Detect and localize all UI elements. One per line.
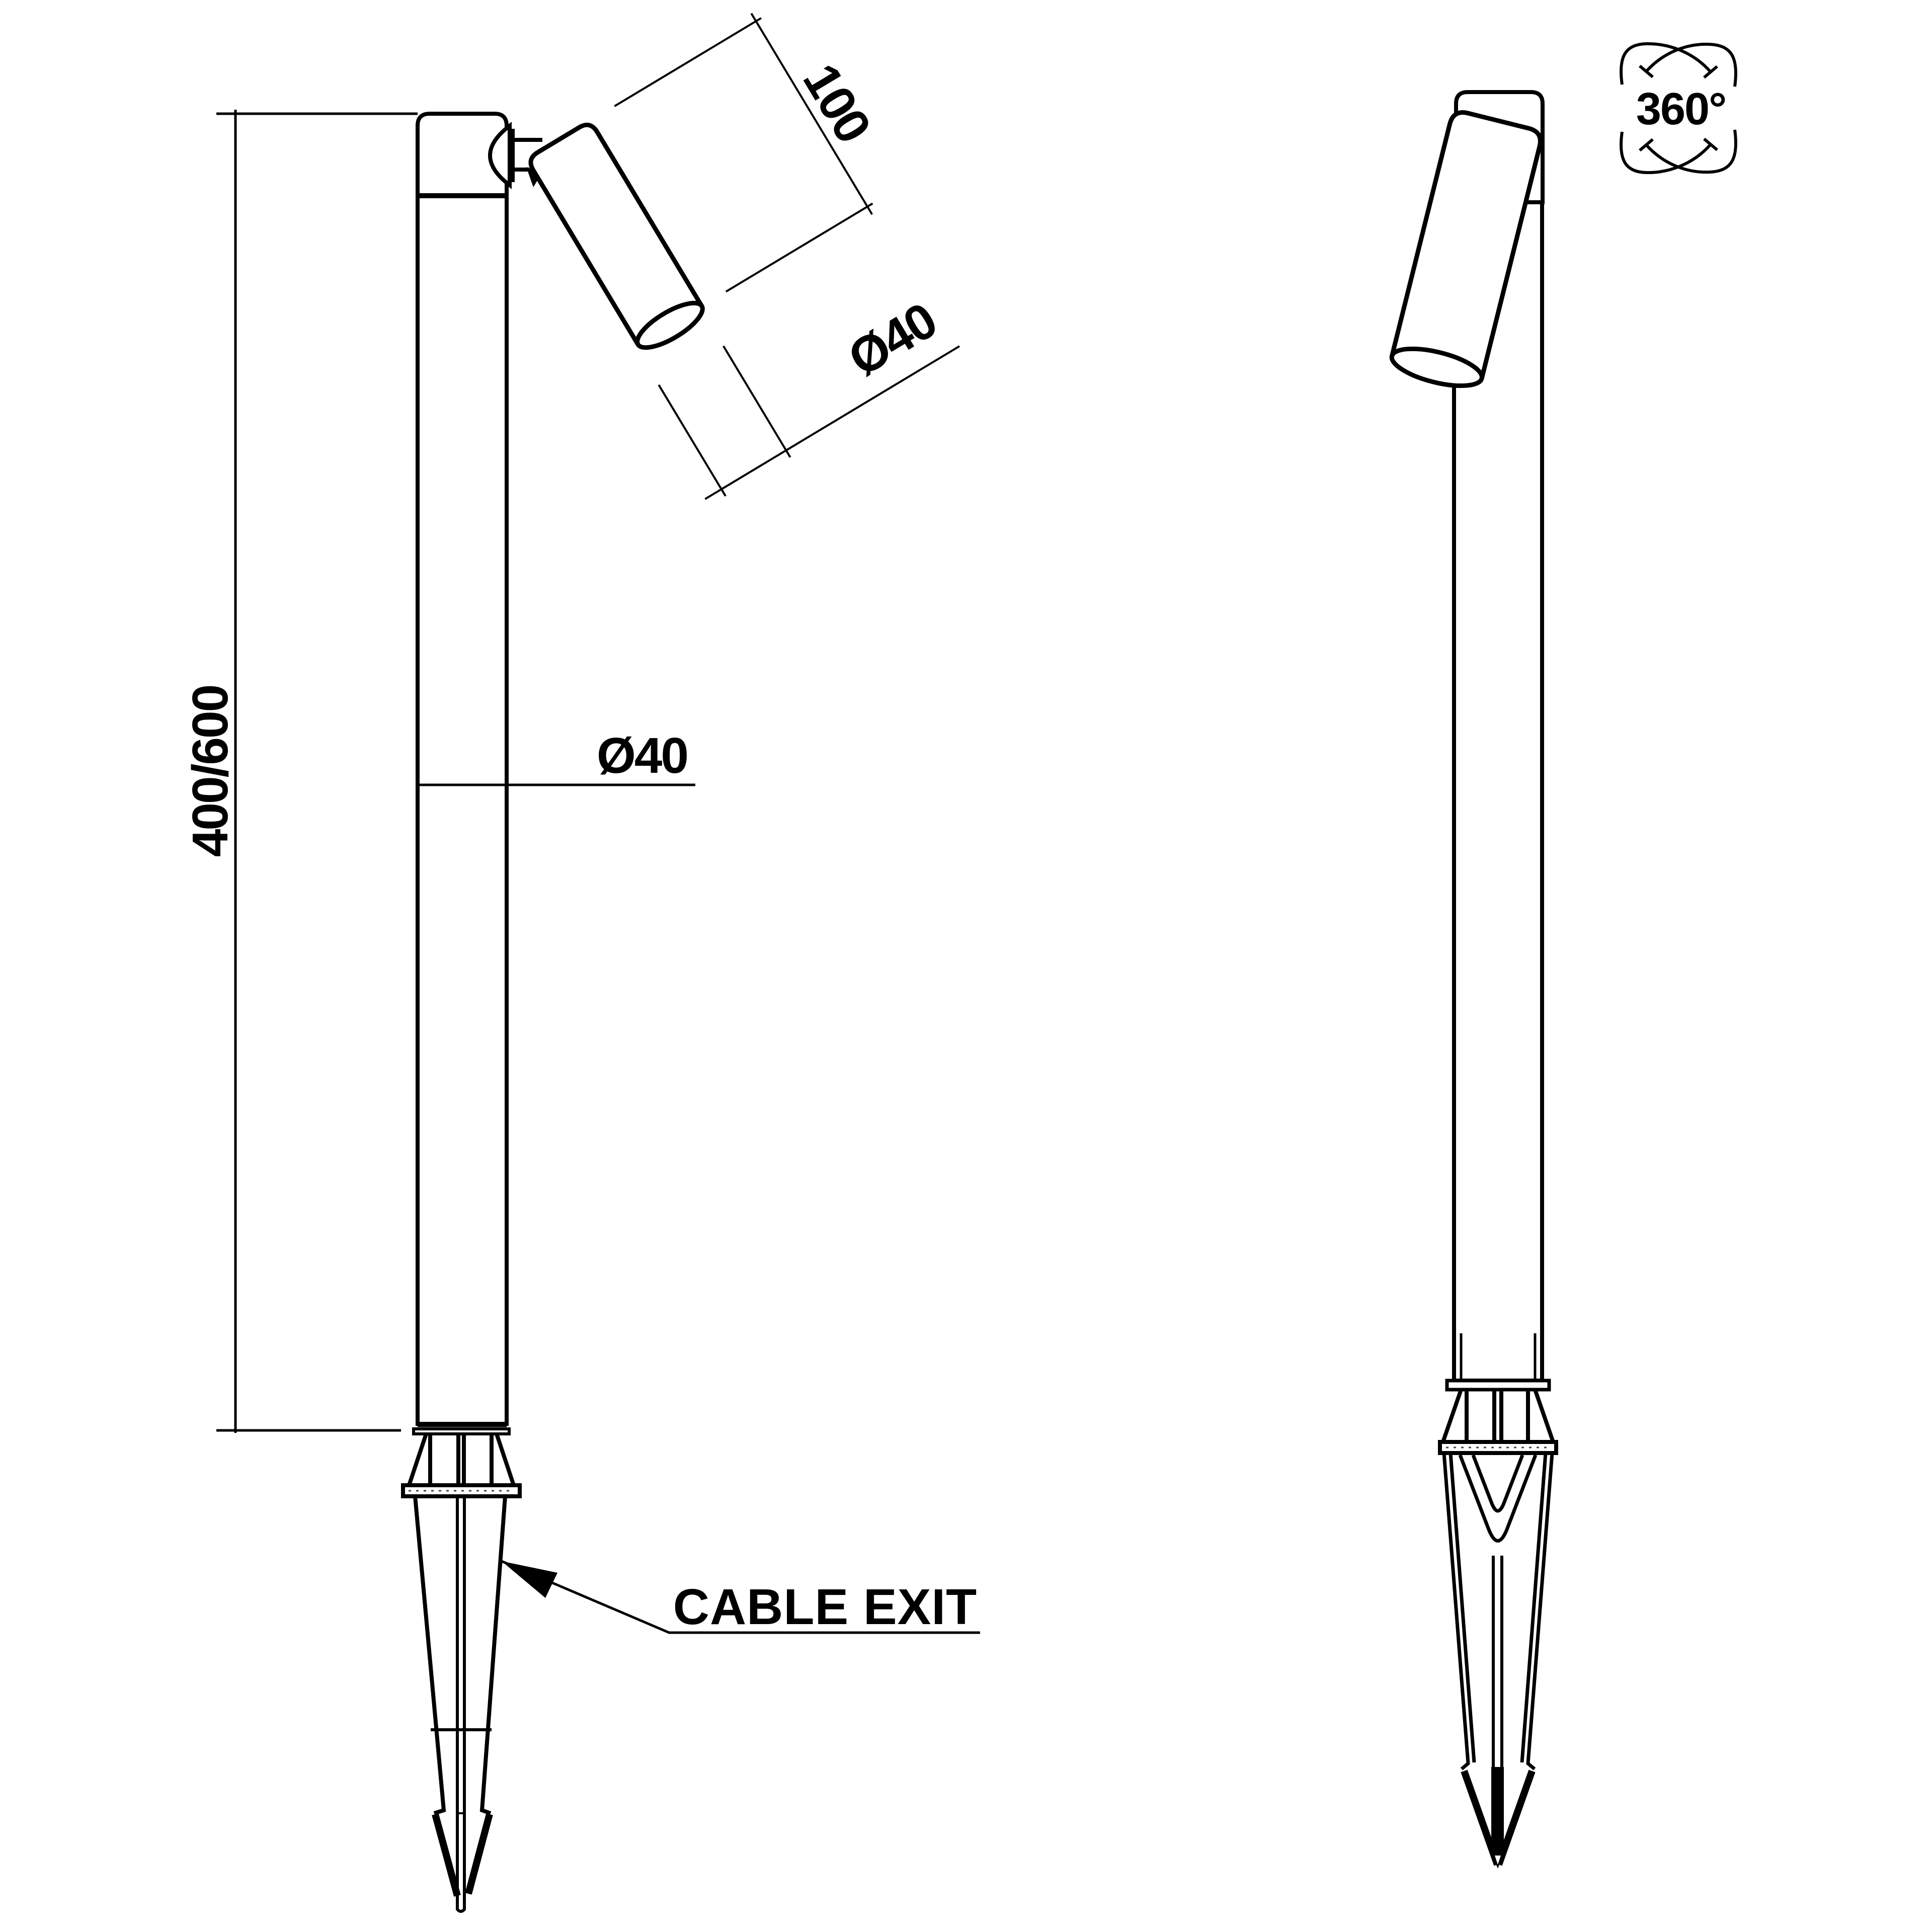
pole [1445, 90, 1551, 1392]
extension-line [658, 384, 727, 497]
dimension-line [704, 345, 960, 500]
head-body [528, 122, 704, 346]
spike-wall-left-inner [1448, 1453, 1476, 1763]
cable-exit-label: CABLE EXIT [673, 1579, 977, 1635]
spike-flange [1438, 1440, 1558, 1455]
extension-line [725, 202, 873, 293]
pole-diameter-label: Ø40 [597, 728, 687, 784]
pole-bottom-flange [1445, 1379, 1551, 1392]
pole-height-label: 400/600 [182, 686, 238, 857]
collar-side [1533, 1389, 1555, 1443]
pole-body [416, 193, 509, 1426]
pole-cap [416, 112, 509, 197]
spike-tip-edge-right [1495, 1769, 1536, 1866]
rotation-arrows-icon [1620, 42, 1737, 175]
collar-side [495, 1433, 516, 1486]
arrowhead-icon [502, 1561, 557, 1598]
swivel-joint [488, 121, 542, 190]
dimension-pole-height: 400/600 [182, 110, 418, 1433]
ground-spike [1438, 1389, 1558, 1869]
spike-rod-tip [456, 1897, 466, 1913]
pole [412, 112, 511, 1435]
dimension-line [750, 13, 873, 215]
side-view: 360° [1389, 42, 1737, 1869]
head-lens-opening [1389, 346, 1484, 388]
callout-leader [501, 1560, 980, 1634]
ground-spike [401, 1433, 522, 1913]
spike-tip-edge-right [465, 1813, 493, 1895]
spike-rod-tip-notch [1495, 1856, 1501, 1865]
extension-line [722, 345, 791, 458]
head-body [1390, 110, 1543, 379]
spike-wall-right-inner [1520, 1453, 1548, 1763]
collar-side [407, 1433, 428, 1486]
extension-line [614, 17, 762, 107]
head-diameter-label: Ø40 [839, 292, 945, 387]
head-length-label: 100 [792, 54, 881, 151]
dimension-head-diameter: Ø40 [658, 292, 960, 500]
dimension-pole-diameter: Ø40 [418, 728, 695, 786]
spike-tip-edge-left [432, 1813, 461, 1897]
lamp-head: 100 Ø40 [528, 13, 960, 500]
spike-wall-left [413, 1496, 446, 1815]
spike-v-inner [1471, 1454, 1524, 1513]
head-lens-opening [635, 300, 705, 350]
spike-rod-tip [1491, 1767, 1504, 1869]
lamp-head [1389, 110, 1543, 388]
front-view: 100 Ø40 [182, 13, 980, 1913]
spike-wall-right [479, 1496, 507, 1815]
pivot-lens [488, 121, 512, 190]
rotation-callout: 360° [1620, 42, 1737, 175]
spike-wall-right-outer [1526, 1453, 1554, 1770]
collar-side [1441, 1389, 1463, 1443]
pole-bottom-flange [412, 1427, 511, 1435]
cable-exit-callout: CABLE EXIT [501, 1560, 980, 1635]
rotation-label: 360° [1636, 84, 1726, 134]
spike-wall-left-outer [1442, 1453, 1470, 1770]
spike-v-outer [1458, 1454, 1538, 1543]
